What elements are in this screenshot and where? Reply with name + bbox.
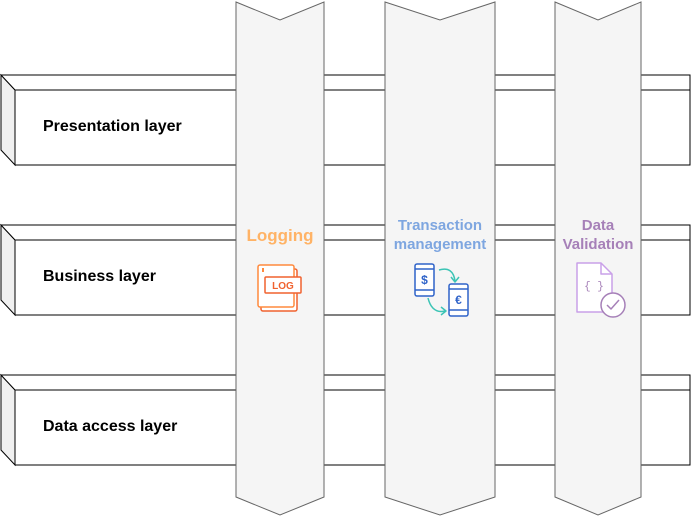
pillar-data-validation <box>554 1 642 516</box>
svg-text:{ }: { } <box>584 281 604 293</box>
validation-label-line2: Validation <box>562 236 634 253</box>
presentation-layer-label: Presentation layer <box>43 118 182 135</box>
validation-label-line1: Data <box>581 217 615 234</box>
data-validation-label: Data Validation <box>548 216 648 254</box>
document-check-icon: { } <box>576 262 626 318</box>
pillar-logging <box>235 1 325 516</box>
transaction-label-line2: management <box>393 236 487 253</box>
logging-label-line1: Logging <box>246 226 314 245</box>
svg-text:€: € <box>455 293 462 307</box>
phone-currency-exchange-icon: $ € <box>414 263 469 317</box>
svg-text:$: $ <box>421 273 428 287</box>
transaction-management-label: Transaction management <box>380 216 500 254</box>
transaction-label-line1: Transaction <box>397 217 483 234</box>
business-layer-label: Business layer <box>43 268 156 285</box>
logging-label: Logging <box>236 226 324 245</box>
data-access-layer-label: Data access layer <box>43 418 178 435</box>
pillar-transaction-management <box>384 1 496 516</box>
svg-text:LOG: LOG <box>272 281 294 292</box>
log-file-icon: LOG <box>257 264 302 312</box>
